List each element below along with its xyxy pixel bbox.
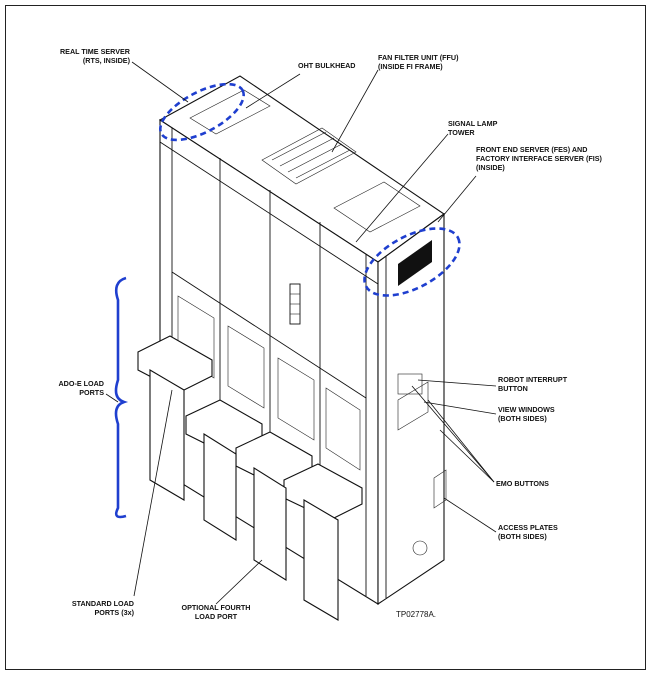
ffu-label: FAN FILTER UNIT (FFU)	[378, 53, 459, 62]
optional-load-port-label-sub: LOAD PORT	[195, 612, 238, 621]
ado-e-label-sub: PORTS	[79, 388, 104, 397]
robot-interrupt-label: ROBOT INTERRUPT	[498, 375, 568, 384]
access-plates-label: ACCESS PLATES	[498, 523, 558, 532]
signal-lamp-label: SIGNAL LAMP	[448, 119, 498, 128]
rts-label-sub: (RTS, INSIDE)	[83, 56, 131, 65]
signal-lamp-label-sub: TOWER	[448, 128, 475, 137]
signal-lamp-tower	[289, 283, 301, 325]
callout-labels: REAL TIME SERVER (RTS, INSIDE) OHT BULKH…	[58, 47, 602, 621]
cabinet-frame	[158, 75, 445, 606]
access-plates-label-sub: (BOTH SIDES)	[498, 532, 547, 541]
side-panel-details	[397, 240, 447, 556]
standard-load-ports-label: STANDARD LOAD	[72, 599, 134, 608]
load-port-windows	[177, 295, 361, 471]
leader-lines	[105, 61, 497, 605]
load-port-pedestals	[149, 369, 339, 621]
emo-buttons-label: EMO BUTTONS	[496, 479, 549, 488]
top-panels	[189, 89, 421, 233]
view-windows-label: VIEW WINDOWS	[498, 405, 555, 414]
highlight-markers	[114, 82, 461, 519]
standard-load-ports-label-sub: PORTS (3x)	[94, 608, 134, 617]
fes-label-2: FACTORY INTERFACE SERVER (FIS)	[476, 154, 603, 163]
robot-interrupt-label-sub: BUTTON	[498, 384, 528, 393]
oht-bulkhead-label: OHT BULKHEAD	[298, 61, 356, 70]
fes-label: FRONT END SERVER (FES) AND	[476, 145, 587, 154]
optional-load-port-label: OPTIONAL FOURTH	[182, 603, 251, 612]
view-windows-label-sub: (BOTH SIDES)	[498, 414, 547, 423]
rts-label: REAL TIME SERVER	[60, 47, 131, 56]
ffu-label-sub: (INSIDE FI FRAME)	[378, 62, 443, 71]
ado-e-label: ADO-E LOAD	[58, 379, 104, 388]
fes-label-3: (INSIDE)	[476, 163, 505, 172]
figure-id-label: TP02778A.	[396, 610, 436, 619]
figure-frame	[5, 5, 646, 670]
